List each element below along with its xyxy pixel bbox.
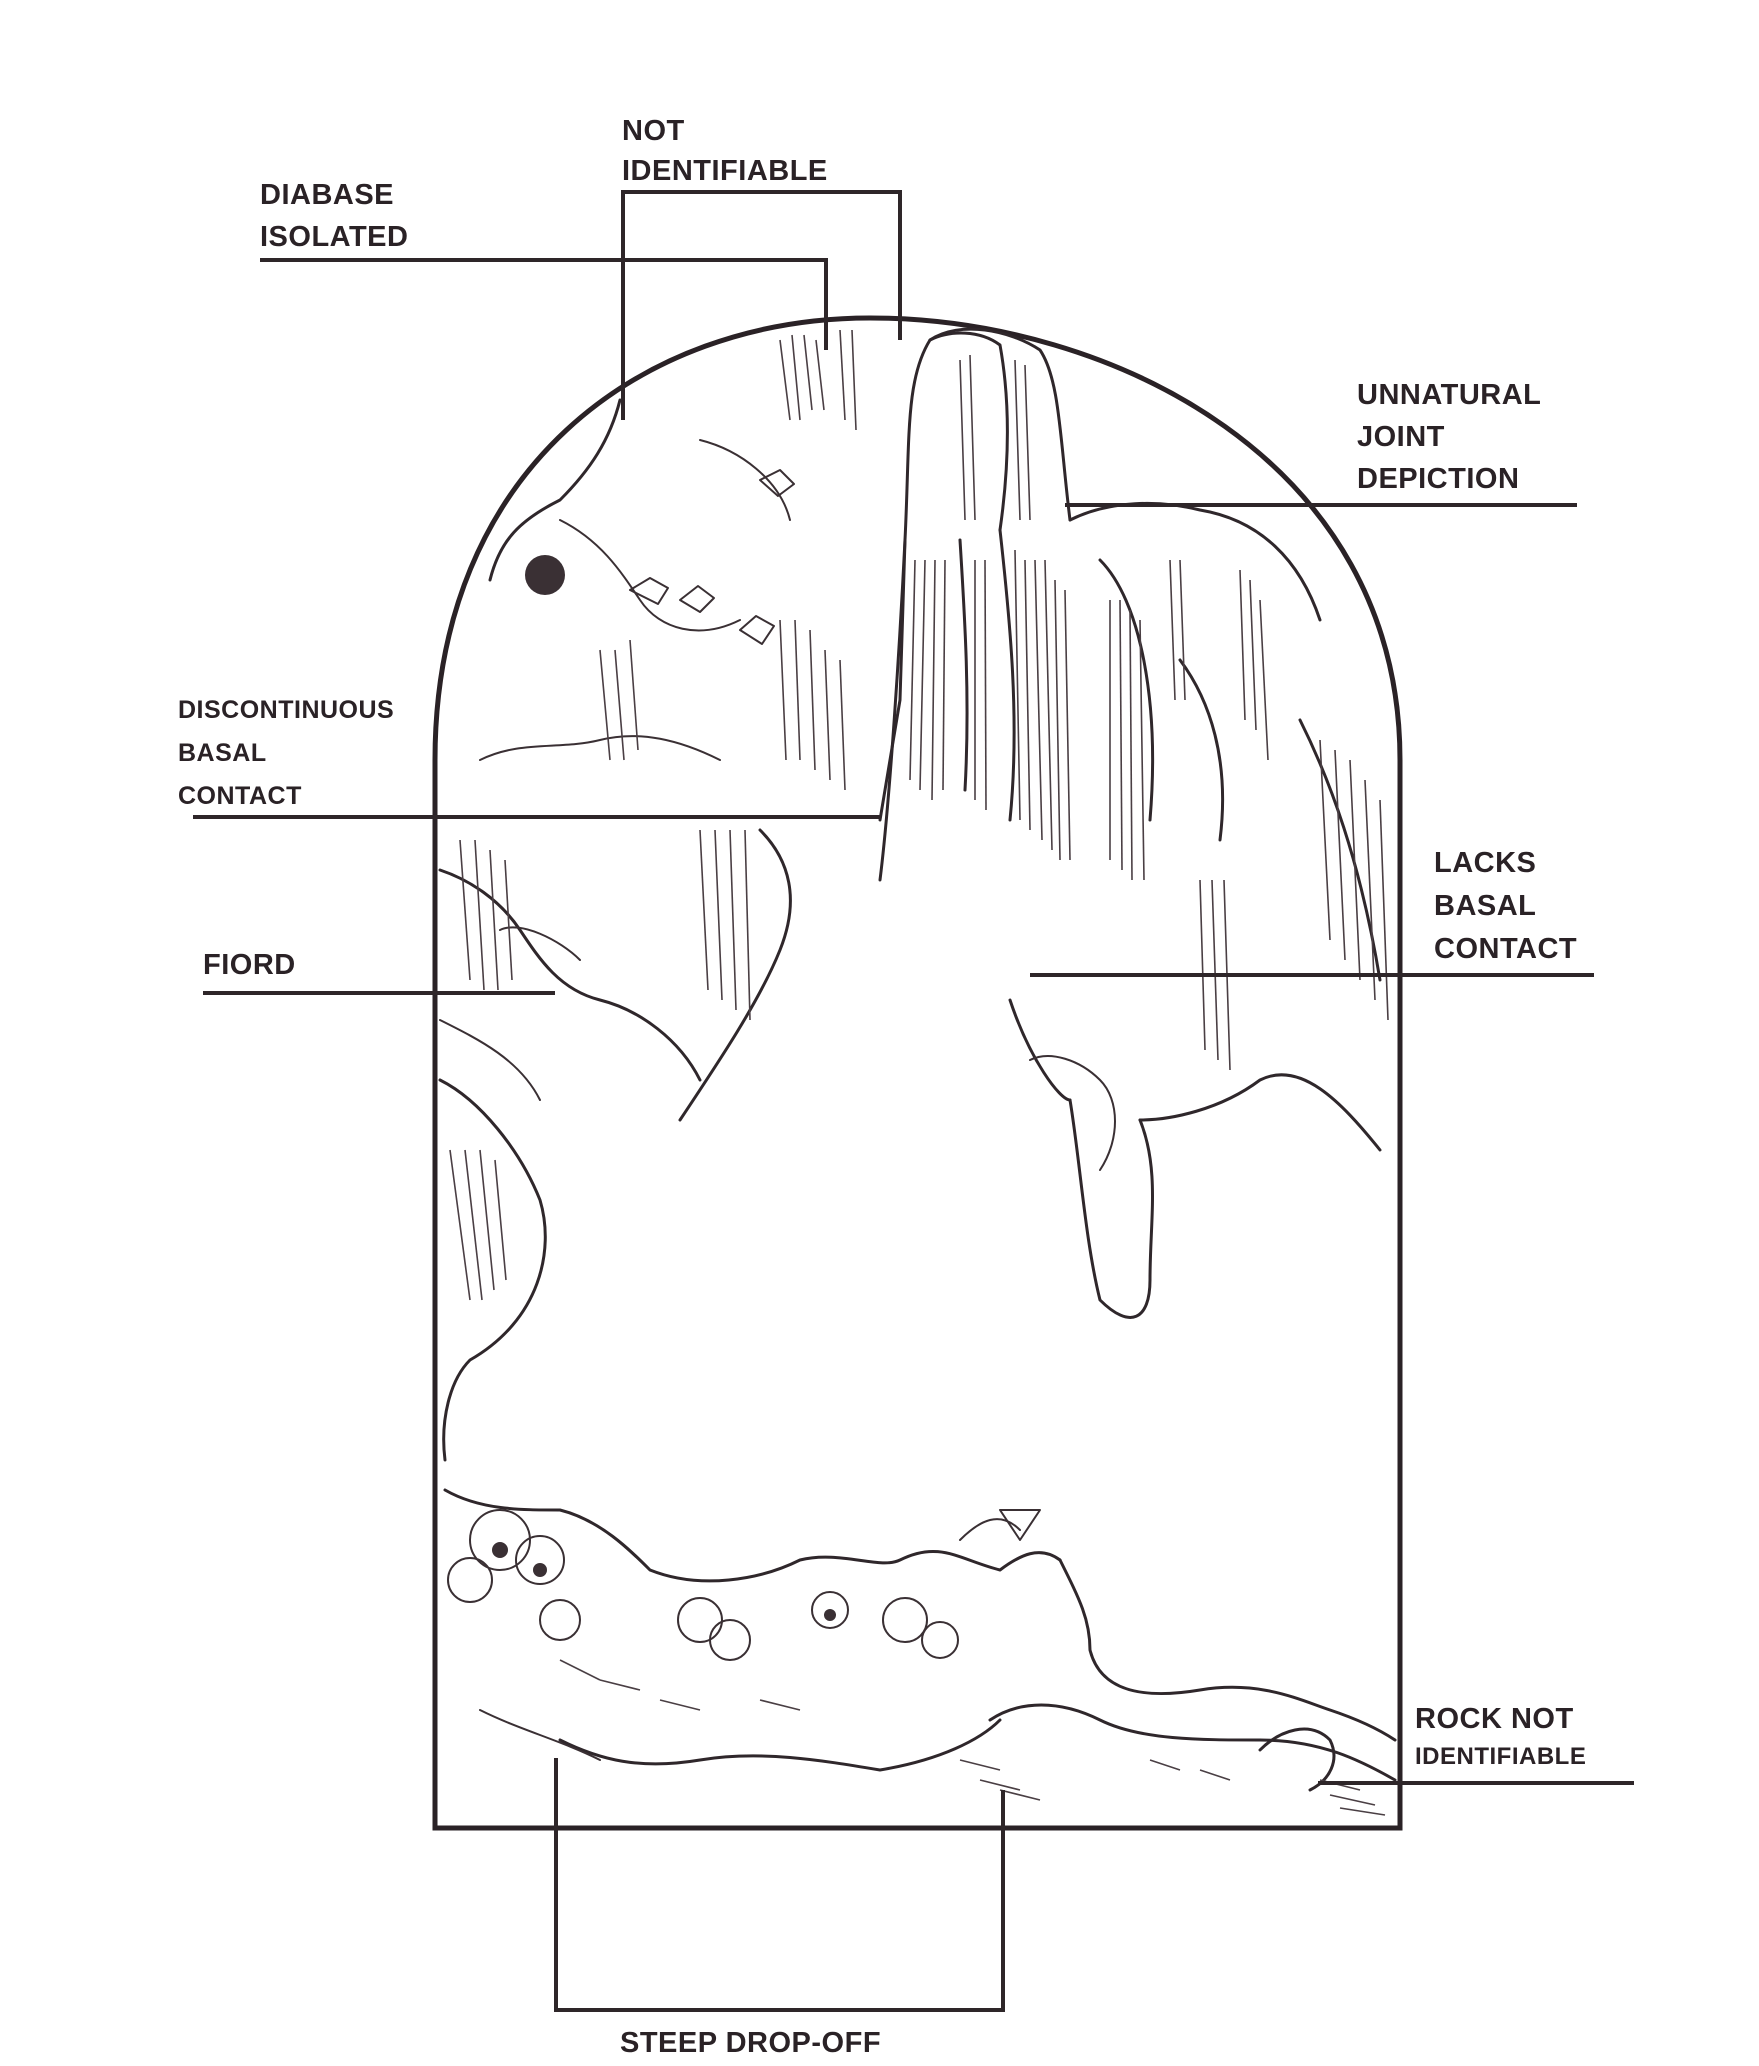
label-rock-not-identifiable: ROCK NOT IDENTIFIABLE xyxy=(1415,1703,1586,1770)
leader-lines xyxy=(193,190,1634,2012)
labels: NOT IDENTIFIABLE DIABASE ISOLATED UNNATU… xyxy=(178,115,1586,2059)
leader-not-identifiable xyxy=(621,190,902,420)
arched-frame xyxy=(432,315,1403,1831)
foreground-hatching xyxy=(559,1659,1386,1816)
label-not-identifiable: NOT IDENTIFIABLE xyxy=(622,115,828,187)
label-unnatural-joint-depiction: UNNATURAL JOINT DEPICTION xyxy=(1357,379,1549,495)
leader-steep-drop-off xyxy=(554,1758,1005,2012)
leader-diabase-isolated xyxy=(260,258,828,350)
label-diabase-isolated: DIABASE ISOLATED xyxy=(260,179,408,253)
landscape-illustration xyxy=(438,327,1397,1816)
central-cliff-hatching xyxy=(909,354,1071,861)
label-lacks-basal-contact: LACKS BASAL CONTACT xyxy=(1434,847,1577,965)
left-hill-hatching xyxy=(599,329,857,791)
right-cliff-hatching xyxy=(1109,559,1389,1071)
lower-left-hatching xyxy=(449,1149,507,1301)
fiord-hatching xyxy=(459,829,751,1021)
label-discontinuous-basal-contact: DISCONTINUOUS BASAL CONTACT xyxy=(178,696,402,810)
foreground-bushes xyxy=(447,1509,959,1661)
label-steep-drop-off: STEEP DROP-OFF xyxy=(620,2027,881,2059)
label-fiord: FIORD xyxy=(203,949,296,981)
